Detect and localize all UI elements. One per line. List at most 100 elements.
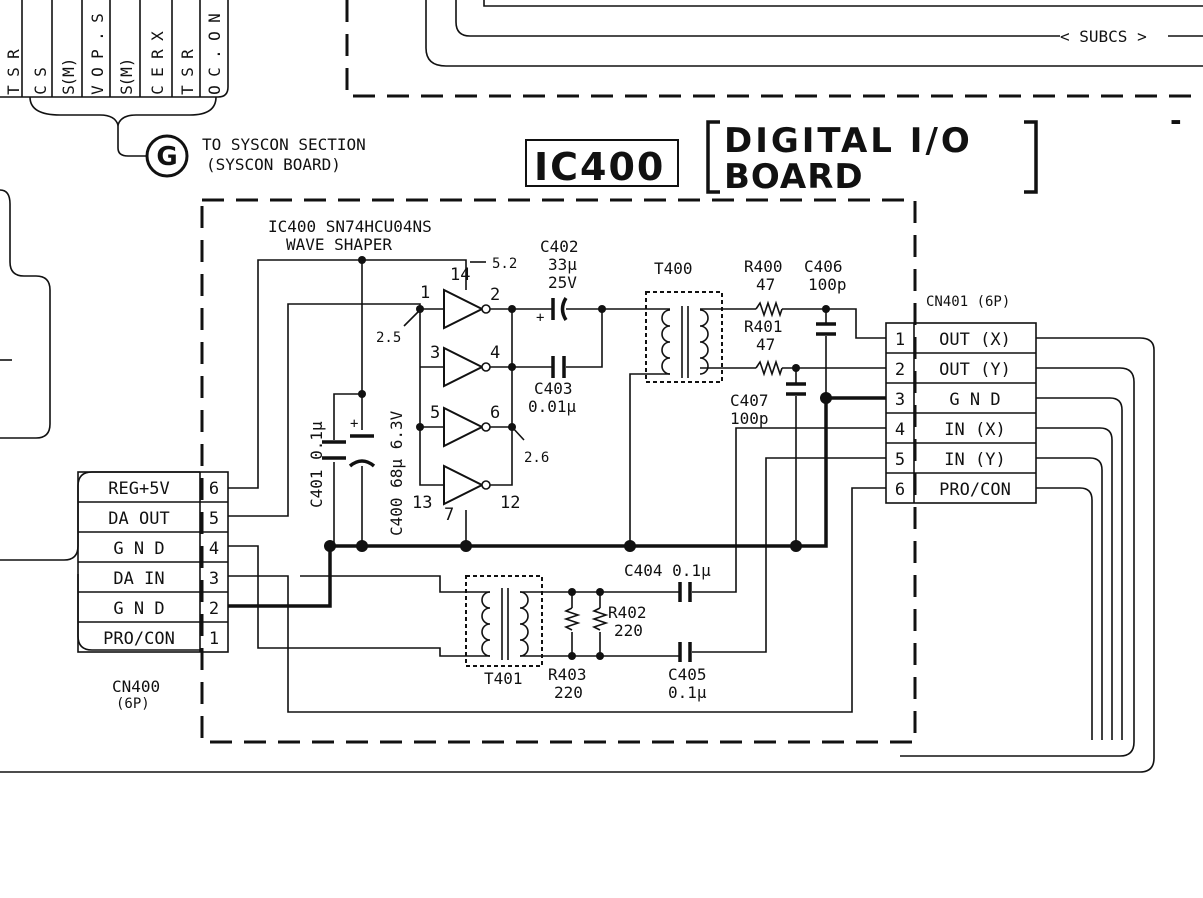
cn401-in-x-wire <box>1036 427 1113 740</box>
table-cell-char: C <box>205 67 224 77</box>
inverter-1 <box>443 288 491 330</box>
connector-pin-name: G N D <box>113 599 164 619</box>
connector-pin-name: PRO/CON <box>939 480 1011 500</box>
cn400-label-pins: (6P) <box>116 696 150 712</box>
table-cell-char: O <box>88 67 107 77</box>
cn401-label: CN401 (6P) <box>926 294 1010 310</box>
table-brace <box>29 96 217 128</box>
t401-secondary-coil <box>519 591 529 657</box>
voltage-25: 2.5 <box>376 330 401 346</box>
table-cell-char: S <box>31 67 50 77</box>
c401-label: C401 0.1µ <box>307 421 326 508</box>
cn401-in-y-wire <box>1036 457 1103 740</box>
syscon-marker-letter: G <box>156 142 177 172</box>
c400-label: C400 68µ 6.3V <box>387 410 406 536</box>
r403-value: 220 <box>554 683 583 702</box>
t400-primary-coil <box>661 309 671 375</box>
connector-pin-number: 6 <box>209 479 219 499</box>
r403-resistor <box>563 607 581 631</box>
syscon-marker: G <box>145 134 189 178</box>
ic-pin-4: 4 <box>490 343 500 363</box>
table-cell-char: (M) <box>59 58 78 87</box>
t400-primary-wire <box>602 308 670 546</box>
r402-value: 220 <box>614 621 643 640</box>
t401-primary-coil <box>481 591 491 657</box>
left-brace-upper <box>0 189 51 439</box>
r403-ref: R403 <box>548 665 587 684</box>
subcs-region <box>345 0 1203 98</box>
connector-pin-name: DA IN <box>113 569 164 589</box>
connector-pin-number: 1 <box>209 629 219 649</box>
table-cell-char: C <box>148 85 167 95</box>
subcs-label: < SUBCS > <box>1060 27 1147 46</box>
c407-value: 100p <box>730 409 769 428</box>
ic400-part-number: IC400 SN74HCU04NS <box>268 217 432 236</box>
cn400-label: CN400 <box>112 677 160 696</box>
ic400-function: WAVE SHAPER <box>286 235 392 254</box>
c401-branch <box>333 393 362 440</box>
ic400-header-text: IC400 <box>534 145 665 189</box>
connector-pin-number: 6 <box>895 480 905 500</box>
table-cell-char: (M) <box>117 58 136 87</box>
t401-primary-wire <box>228 545 490 657</box>
connector-pin-name: G N D <box>949 390 1000 410</box>
vcc-rail <box>228 259 467 489</box>
cn400-gnd-wire <box>228 546 332 608</box>
table-cell-char: S <box>117 85 136 95</box>
c405-ref: C405 <box>668 665 707 684</box>
connector-pin-name: G N D <box>113 539 164 559</box>
r401-resistor <box>755 359 783 377</box>
connector-pin-number: 3 <box>895 390 905 410</box>
connector-pin-name: IN (X) <box>944 420 1005 440</box>
c402-plate-b <box>560 297 568 321</box>
c402-ref: C402 <box>540 237 579 256</box>
brace-to-syscon-line <box>117 125 146 157</box>
voltage-52: 5.2 <box>492 256 517 272</box>
t401-ref: T401 <box>484 669 523 688</box>
syscon-line2: (SYSCON BOARD) <box>206 155 341 174</box>
cn401-procon-wire <box>1036 487 1093 740</box>
ic-pin-14: 14 <box>450 265 470 285</box>
inverter-4 <box>443 464 491 506</box>
connector-pin-name: DA OUT <box>108 509 169 529</box>
table-cell-char: . <box>205 49 224 59</box>
table-cell-char: S <box>59 85 78 95</box>
title-bracket-right <box>1024 120 1038 194</box>
connector-pin-number: 5 <box>895 450 905 470</box>
ic-pin-1: 1 <box>420 283 430 303</box>
c402-plus: + <box>536 310 544 326</box>
inverter-2 <box>443 346 491 388</box>
ic-pin-6: 6 <box>490 403 500 423</box>
ground-rail <box>330 398 828 548</box>
r401-value: 47 <box>756 335 775 354</box>
c400-plate-bot <box>348 459 376 468</box>
ic400-header-box <box>525 139 679 187</box>
c404-label: C404 0.1µ <box>624 561 711 580</box>
c405-value: 0.1µ <box>668 683 707 702</box>
table-cell-char: N <box>205 13 224 23</box>
r400-ref: R400 <box>744 257 783 276</box>
table-cell-char: S <box>178 67 197 77</box>
table-cell-char: R <box>4 49 23 59</box>
table-cell-char: R <box>148 49 167 59</box>
connector-pin-number: 2 <box>895 360 905 380</box>
voltage-26: 2.6 <box>524 450 549 466</box>
table-cell-char: O <box>205 31 224 41</box>
connector-pin-name: OUT (Y) <box>939 360 1011 380</box>
inverter-input-bus <box>419 308 444 486</box>
junction-dots <box>324 256 832 660</box>
in-x-net <box>692 427 886 593</box>
cn401-gnd-wire <box>1036 397 1123 740</box>
r400-wire <box>700 308 886 339</box>
connector-pin-number: 3 <box>209 569 219 589</box>
inverter-3 <box>443 406 491 448</box>
table-cell-char: O <box>205 85 224 95</box>
c403-value: 0.01µ <box>528 397 577 416</box>
table-cell-char: X <box>148 31 167 41</box>
t400-box <box>645 291 723 383</box>
title-bracket-left <box>706 120 720 194</box>
procon-net <box>228 487 886 713</box>
